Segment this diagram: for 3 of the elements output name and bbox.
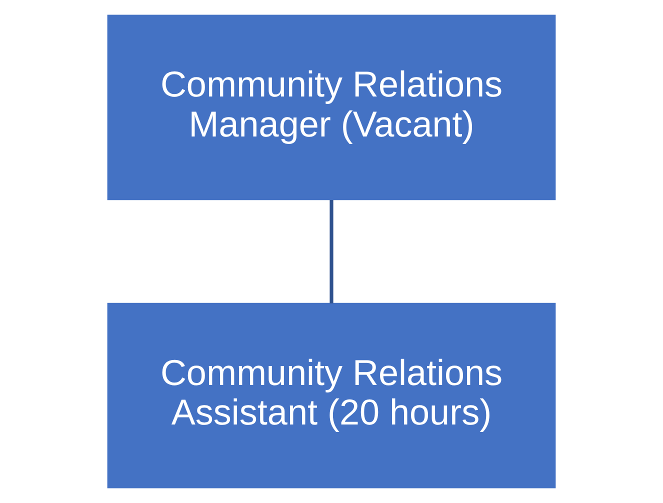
- node-box: Community Relations Assistant (20 hours): [107, 302, 556, 488]
- connector: [330, 200, 334, 304]
- node-box: Community Relations Manager (Vacant): [107, 14, 556, 200]
